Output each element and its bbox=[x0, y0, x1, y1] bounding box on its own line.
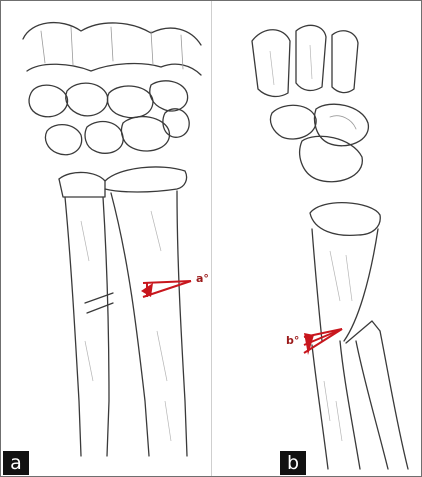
panel-label-b: b bbox=[280, 451, 306, 475]
angle-b-label: b° bbox=[286, 334, 299, 347]
angle-a-label: a° bbox=[196, 272, 209, 285]
hand-bones bbox=[23, 23, 201, 75]
ap-view-sketch bbox=[1, 1, 211, 476]
angle-a-measurement bbox=[141, 281, 191, 297]
panel-a: a° a bbox=[1, 1, 211, 476]
radius-shaft-lateral bbox=[312, 341, 360, 469]
panel-b: b° b bbox=[211, 1, 422, 476]
distal-radius-lateral bbox=[310, 203, 380, 341]
carpal-bones-lateral bbox=[270, 104, 368, 182]
radius-shaft bbox=[111, 191, 187, 456]
ulna-shaft bbox=[65, 197, 113, 456]
panel-label-a: a bbox=[3, 451, 29, 475]
angle-b-measurement bbox=[304, 329, 342, 355]
carpal-bones bbox=[29, 81, 189, 155]
distal-radius-and-ulna bbox=[59, 167, 187, 197]
lateral-view-sketch bbox=[212, 1, 422, 476]
metacarpal-bones bbox=[252, 25, 358, 96]
ulna-shaft-lateral bbox=[346, 321, 408, 469]
